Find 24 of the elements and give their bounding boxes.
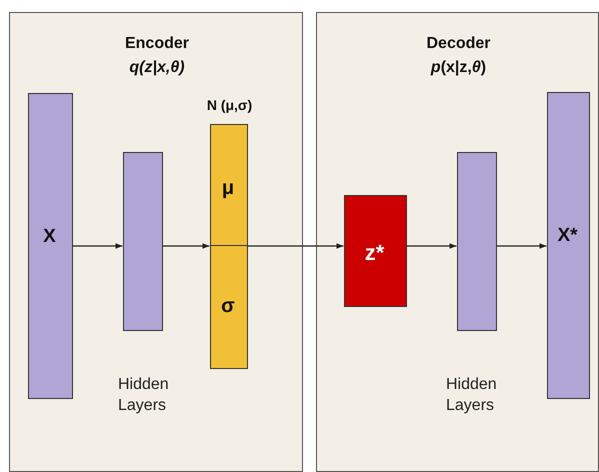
distribution-label: N (μ,σ) [206,96,254,112]
arrow [406,243,456,249]
arrow [72,243,122,249]
variable-label: X [42,226,57,248]
latent-label: z* [364,240,386,266]
parameter-symbol: μ [220,176,236,200]
formula-text: p(x|z,θ) [430,59,488,77]
variable-label: X* [556,224,579,246]
panel-background [316,12,599,472]
panel-title: Encoder [124,35,190,53]
arrow [248,243,344,249]
arrow [496,243,546,249]
layer-bar [28,92,72,398]
formula-text: q(z|x,θ) [128,59,186,77]
layer-bar [122,152,162,330]
panel-background [9,12,303,472]
parameter-symbol: σ [220,294,236,318]
layer-caption: Hidden Layers [446,375,498,416]
panel-title: Decoder [425,35,492,53]
layer-bar [546,92,590,398]
layer-caption: Hidden Layers [118,375,170,416]
layer-bar [344,194,406,306]
arrow [162,243,210,249]
layer-bar [456,152,496,330]
